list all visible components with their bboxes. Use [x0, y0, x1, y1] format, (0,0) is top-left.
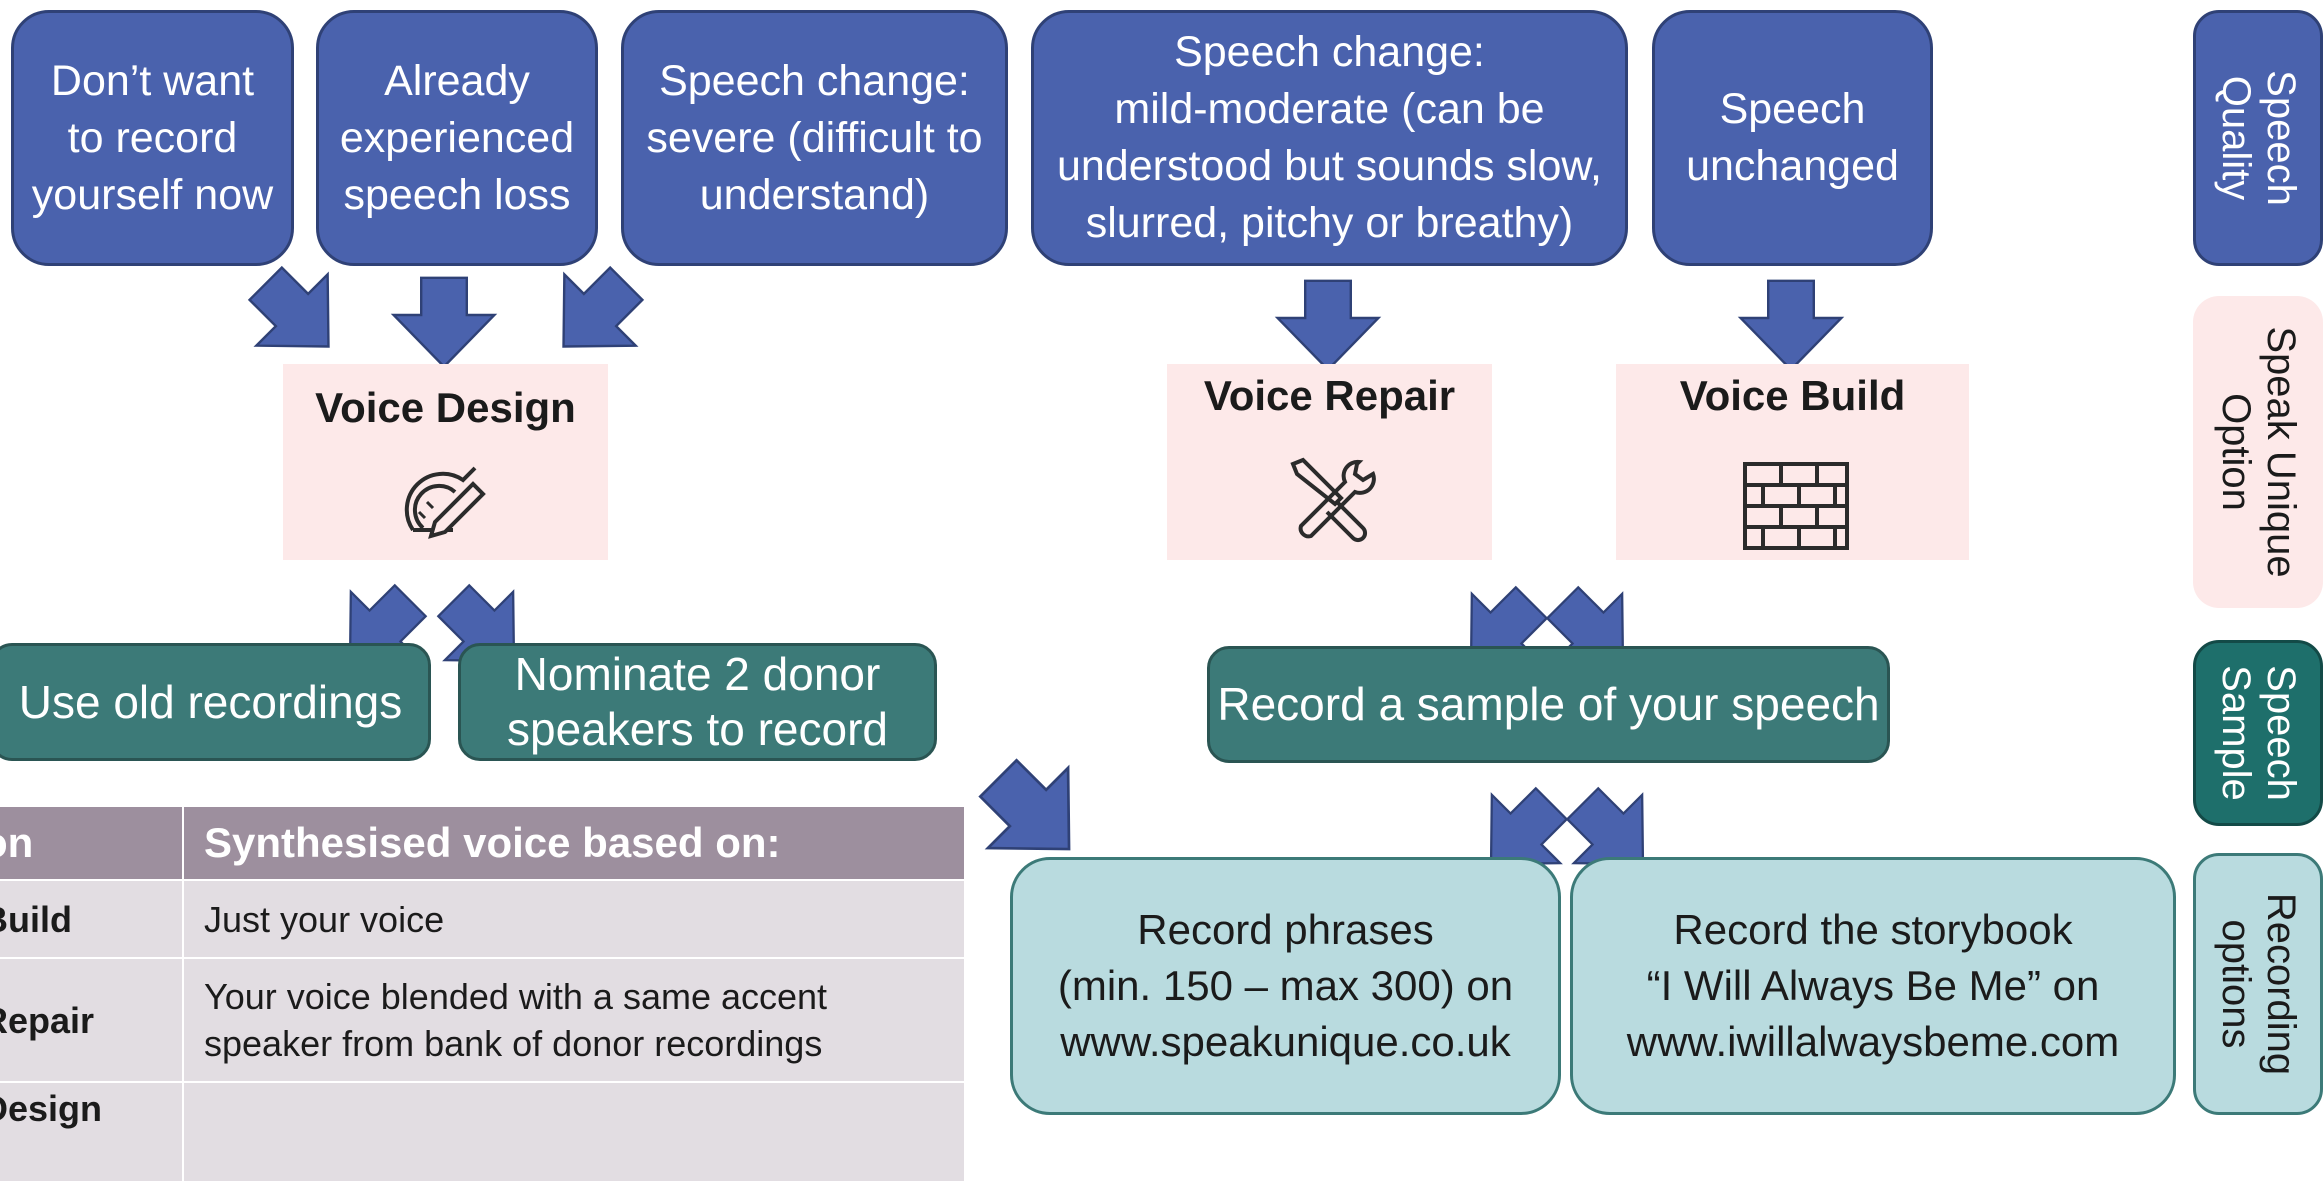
table-header-cell: Synthesised voice based on:	[182, 805, 966, 881]
option-title: Voice Build	[1679, 372, 1906, 419]
sample-donor-speakers: Nominate 2 donor speakers to record	[458, 643, 937, 761]
arrow-down-icon	[228, 246, 366, 384]
recording-storybook: Record the storybook “I Will Always Be M…	[1570, 857, 2176, 1115]
speech-state-mild-moderate: Speech change: mild-moderate (can be und…	[1031, 10, 1628, 266]
table-row: Build Just your voice	[0, 879, 966, 959]
table-cell-basis: Your voice blended with a same accent sp…	[182, 957, 966, 1083]
table-row: Design	[0, 1081, 966, 1183]
table-cell-option: Design	[0, 1081, 184, 1183]
option-voice-design: Voice Design	[283, 364, 608, 560]
protractor-pencil-icon	[404, 466, 486, 539]
table-cell-basis	[182, 1081, 966, 1183]
table-header-cell: on	[0, 805, 184, 881]
option-voice-repair: Voice Repair	[1167, 364, 1492, 560]
arrow-down-icon	[1276, 279, 1380, 371]
sample-record-speech: Record a sample of your speech	[1207, 646, 1890, 763]
speech-state-no-record: Don’t want to record yourself now	[11, 10, 294, 266]
wrench-screwdriver-icon	[1290, 457, 1376, 543]
arrow-down-icon	[526, 246, 664, 384]
sample-old-recordings: Use old recordings	[0, 643, 431, 761]
brick-wall-icon	[1743, 462, 1849, 550]
table-header-row: on Synthesised voice based on:	[0, 805, 966, 881]
speech-state-speech-loss: Already experienced speech loss	[316, 10, 598, 266]
option-title: Voice Repair	[1203, 372, 1456, 419]
speech-state-severe: Speech change: severe (difficult to unde…	[621, 10, 1008, 266]
table-row: Repair Your voice blended with a same ac…	[0, 957, 966, 1083]
table-cell-basis: Just your voice	[182, 879, 966, 959]
speech-state-unchanged: Speech unchanged	[1652, 10, 1933, 266]
side-label-recording-options: Recording options	[2193, 853, 2323, 1115]
table-cell-option: Repair	[0, 957, 184, 1083]
side-label-speech-sample: Speech Sample	[2193, 640, 2323, 826]
table-cell-option: Build	[0, 879, 184, 959]
option-title: Voice Design	[315, 384, 576, 431]
side-label-speech-quality: Speech Quality	[2193, 10, 2323, 266]
comparison-table: on Synthesised voice based on: Build Jus…	[0, 805, 966, 1183]
side-label-speak-unique-option: Speak Unique Option	[2193, 296, 2323, 608]
option-voice-build: Voice Build	[1616, 364, 1969, 560]
recording-phrases: Record phrases (min. 150 – max 300) on w…	[1010, 857, 1561, 1115]
arrow-down-icon	[392, 276, 496, 368]
arrow-down-icon	[1739, 279, 1843, 371]
